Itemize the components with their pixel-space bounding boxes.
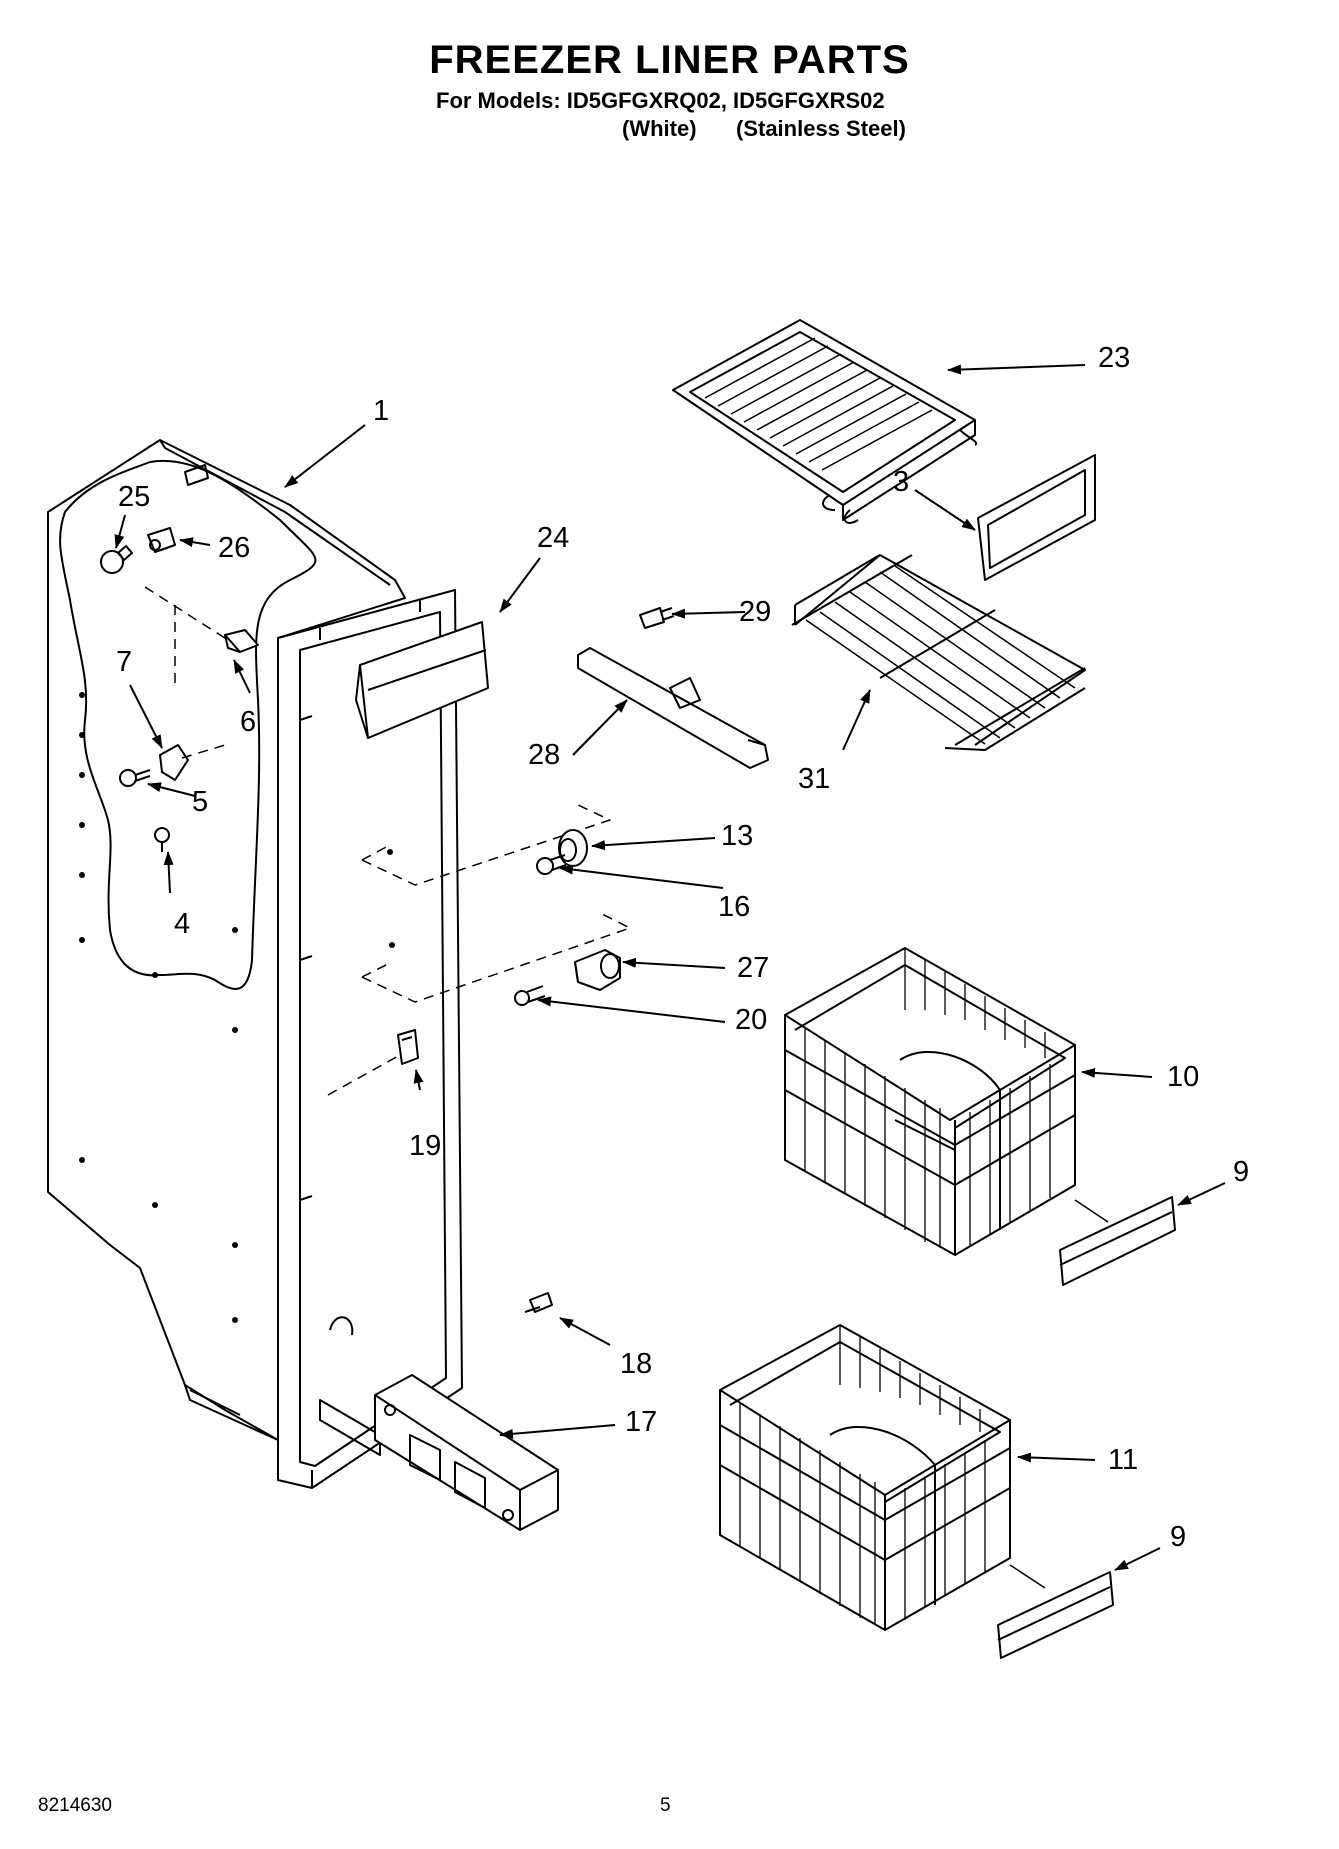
callout-6: 6 [240, 706, 257, 738]
switch-19 [397, 1029, 419, 1065]
variant-stainless-label: (Stainless Steel) [736, 116, 906, 141]
callout-13: 13 [721, 820, 754, 852]
callout-26: 26 [218, 532, 251, 564]
screw-4 [154, 827, 170, 852]
glide-13 [558, 829, 588, 867]
leader-arrows [114, 364, 1226, 1571]
trim-17 [374, 1374, 559, 1531]
document-number: 8214630 [38, 1795, 112, 1816]
callout-5: 5 [192, 786, 209, 818]
callout-24: 24 [537, 522, 570, 554]
callout-31: 31 [798, 763, 831, 795]
bracket-6 [224, 629, 259, 653]
callout-23: 23 [1098, 342, 1131, 374]
page-title: FREEZER LINER PARTS [429, 38, 910, 82]
wire-shelf-31 [791, 554, 1086, 751]
light-bulb-25 [100, 545, 133, 574]
screw-18 [524, 1292, 553, 1313]
variant-white-label: (White) [622, 116, 697, 141]
basket-trim-9b [997, 1571, 1114, 1659]
callout-27: 27 [737, 952, 770, 984]
basket-trim-9a [1059, 1196, 1176, 1286]
callout-29: 29 [739, 596, 772, 628]
callout-20: 20 [735, 1004, 768, 1036]
callout-10: 10 [1167, 1061, 1200, 1093]
shelf-23 [672, 319, 978, 524]
page-number: 5 [660, 1795, 671, 1816]
callout-9-upper: 9 [1233, 1156, 1250, 1188]
screw-29 [639, 607, 675, 629]
screw-20 [514, 985, 546, 1006]
callout-17: 17 [625, 1406, 658, 1438]
mount-27 [574, 949, 621, 991]
callout-4: 4 [174, 908, 191, 940]
callout-9-lower: 9 [1170, 1521, 1187, 1553]
models-line: For Models: ID5GFGXRQ02, ID5GFGXRS02 [436, 88, 885, 113]
freezer-liner-cabinet [47, 439, 463, 1489]
glass-panel-3 [977, 454, 1096, 581]
callout-3: 3 [893, 466, 910, 498]
callout-18: 18 [620, 1348, 653, 1380]
callout-19: 19 [409, 1130, 442, 1162]
callout-7: 7 [116, 646, 133, 678]
callout-25: 25 [118, 481, 151, 513]
callout-11: 11 [1108, 1444, 1139, 1476]
callout-28: 28 [528, 739, 561, 771]
wire-basket-11 [719, 1324, 1011, 1631]
part-24-duct-cover [355, 621, 489, 739]
callout-1: 1 [373, 395, 390, 427]
screw-5 [119, 769, 151, 787]
clip-7 [159, 744, 189, 781]
wire-basket-10 [784, 947, 1076, 1256]
callout-16: 16 [718, 891, 751, 923]
light-socket-26 [147, 527, 176, 553]
bracket-28 [577, 647, 769, 769]
